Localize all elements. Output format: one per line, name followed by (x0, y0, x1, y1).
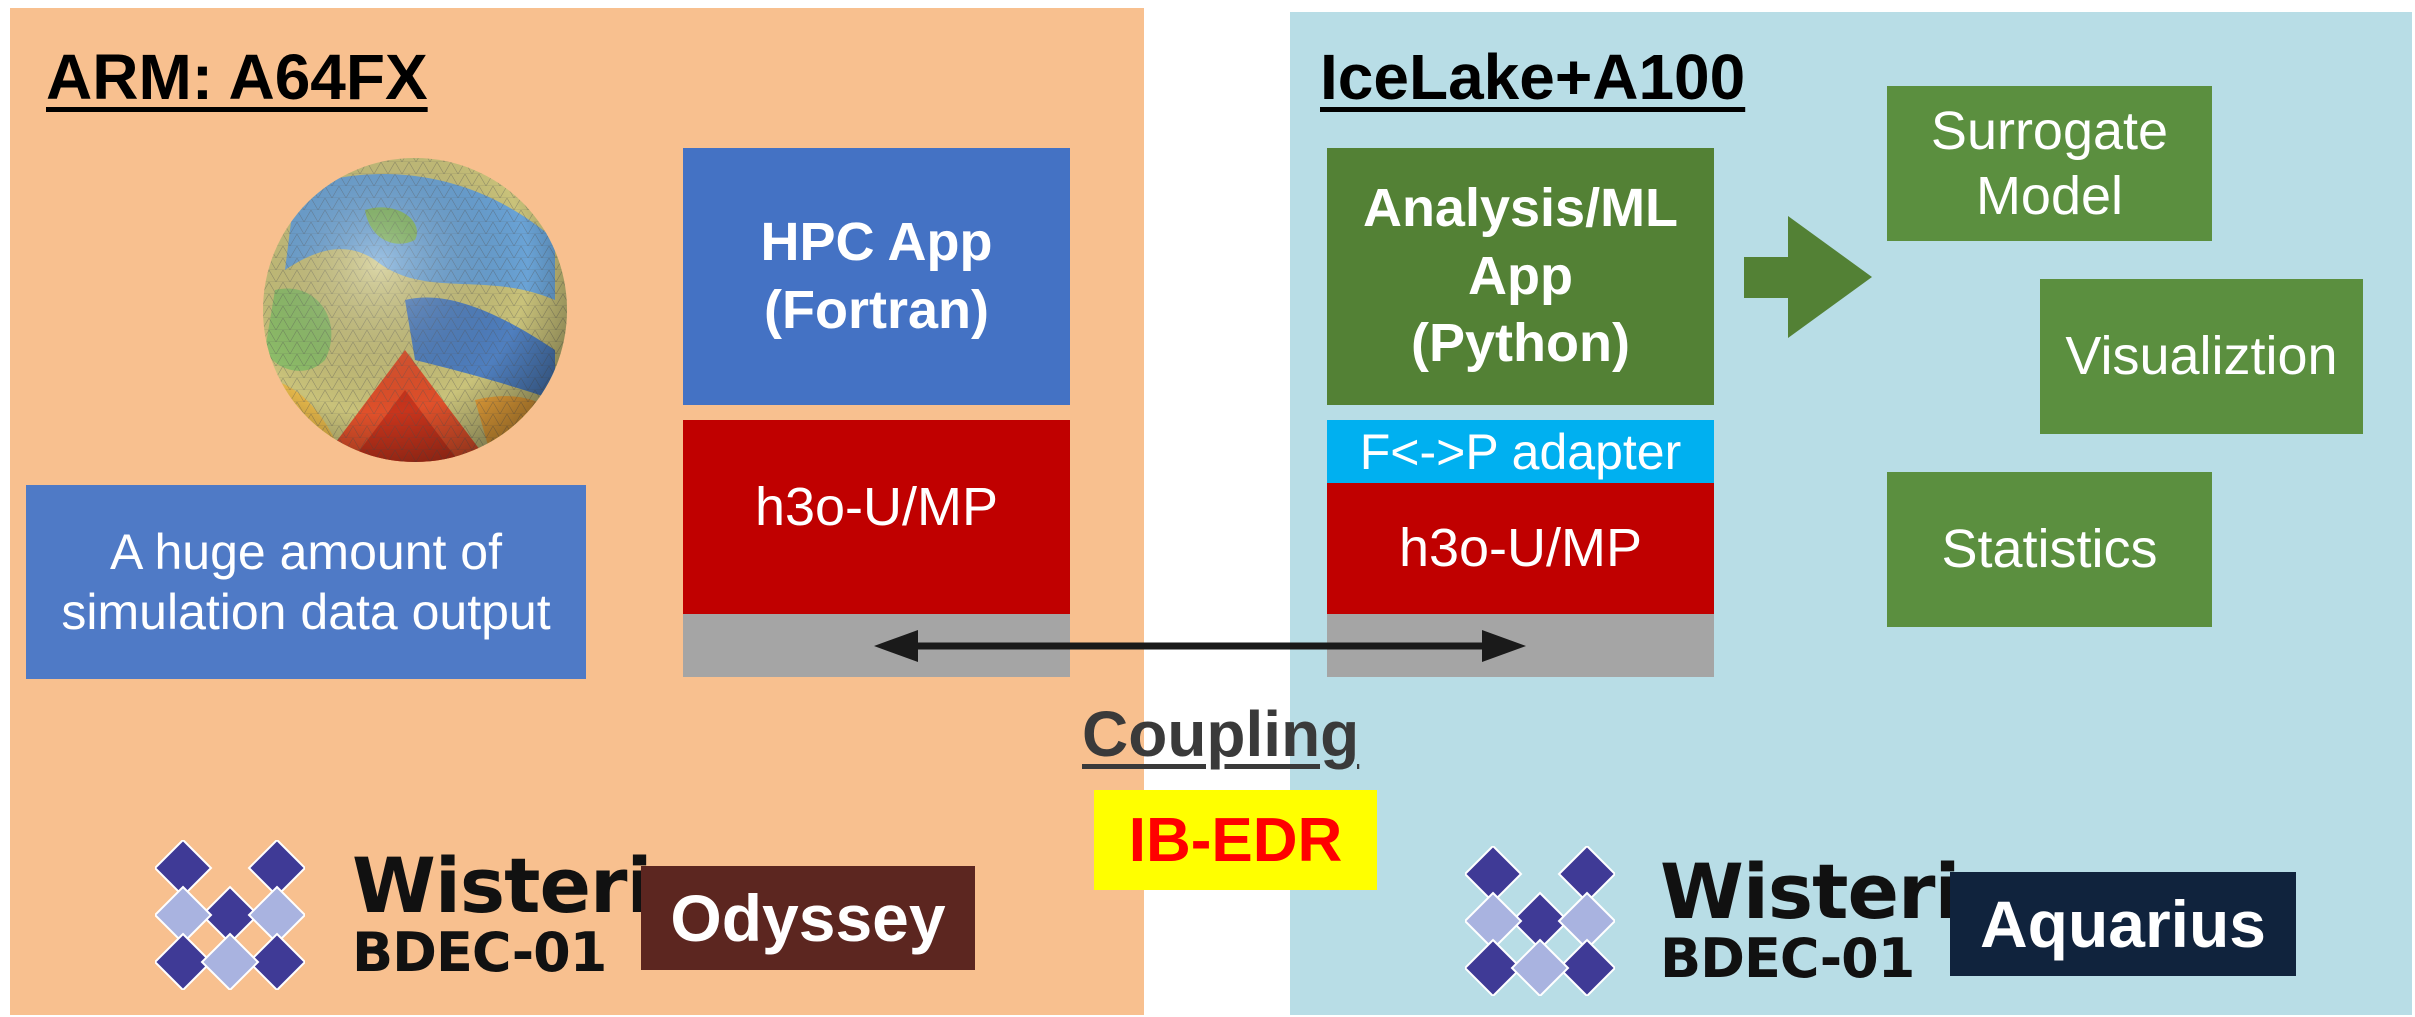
arm-title: ARM: A64FX (46, 41, 428, 113)
network-badge: IB-EDR (1094, 790, 1377, 890)
aquarius-badge: Aquarius (1950, 872, 2296, 976)
hpc-app-box: HPC App (Fortran) (683, 148, 1070, 405)
right-arrow-icon (1744, 216, 1872, 338)
coupling-label: Coupling (1082, 698, 1360, 770)
coupling-double-arrow (874, 630, 1526, 662)
wisteria-logo-mark-left (155, 840, 305, 990)
bdec-wordmark-left: BDEC-01 (352, 921, 607, 984)
icelake-title: IceLake+A100 (1320, 41, 1746, 113)
globe-image (263, 158, 567, 462)
left-library-box: h3o-U/MP (683, 420, 1070, 614)
odyssey-badge: Odyssey (641, 866, 975, 970)
wisteria-logo-mark-right (1465, 846, 1615, 996)
adapter-box: F<->P adapter (1327, 420, 1714, 483)
bdec-wordmark-right: BDEC-01 (1660, 927, 1915, 990)
statistics-box: Statistics (1887, 472, 2212, 627)
ml-app-box: Analysis/ML App (Python) (1327, 148, 1714, 405)
surrogate-model-box: Surrogate Model (1887, 86, 2212, 241)
simulation-output-box: A huge amount of simulation data output (26, 485, 586, 679)
visualization-box: Visualiztion (2040, 279, 2363, 434)
right-library-box: h3o-U/MP (1327, 483, 1714, 614)
